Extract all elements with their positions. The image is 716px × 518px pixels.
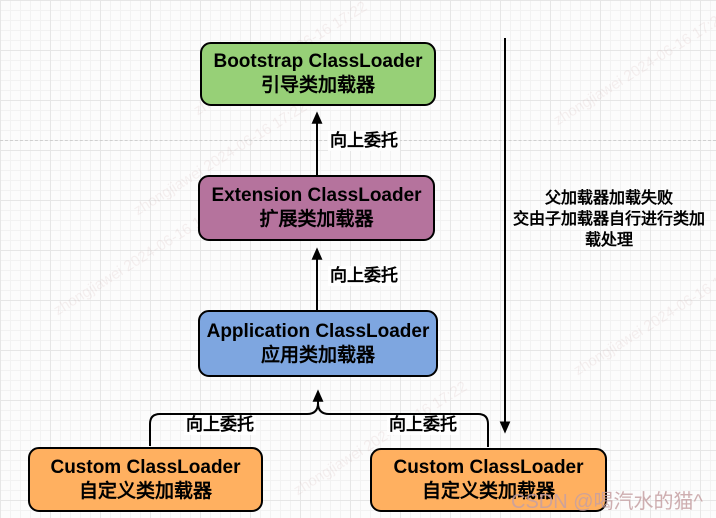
edge-label-delegate-up: 向上委托: [387, 415, 459, 435]
node-application-classloader: Application ClassLoader 应用类加载器: [198, 310, 438, 377]
failure-note-line: 交由子加载器自行进行类加: [512, 211, 705, 228]
edge-custom-right-to-application: [317, 398, 489, 447]
node-subtitle: 应用类加载器: [260, 344, 375, 366]
node-custom-classloader-left: Custom ClassLoader 自定义类加载器: [28, 447, 263, 512]
node-title: Custom ClassLoader: [393, 457, 584, 478]
edge-label-delegate-up: 向上委托: [328, 131, 400, 151]
failure-note-line: 载处理: [584, 232, 633, 249]
node-custom-classloader-right: Custom ClassLoader 自定义类加载器: [370, 448, 607, 512]
node-title: Custom ClassLoader: [50, 456, 241, 478]
edge-label-delegate-up: 向上委托: [328, 266, 400, 286]
edge-label-delegate-up: 向上委托: [184, 415, 256, 435]
node-title: Application ClassLoader: [206, 320, 430, 342]
node-subtitle: 自定义类加载器: [78, 480, 212, 502]
node-title: Bootstrap ClassLoader: [213, 51, 423, 72]
edge-custom-left-to-application: [149, 389, 324, 446]
node-title: Extension ClassLoader: [211, 185, 422, 206]
failure-note-line: 父加载器加载失败: [544, 190, 673, 207]
node-subtitle: 引导类加载器: [260, 75, 375, 96]
node-subtitle: 自定义类加载器: [421, 481, 555, 502]
csdn-watermark: CSDN @喝汽水的猫^: [511, 491, 703, 513]
node-extension-classloader: Extension ClassLoader 扩展类加载器: [198, 175, 435, 241]
node-bootstrap-classloader: Bootstrap ClassLoader 引导类加载器: [200, 42, 436, 106]
failure-note: 父加载器加载失败 交由子加载器自行进行类加 载处理: [503, 188, 715, 251]
node-subtitle: 扩展类加载器: [259, 209, 374, 230]
